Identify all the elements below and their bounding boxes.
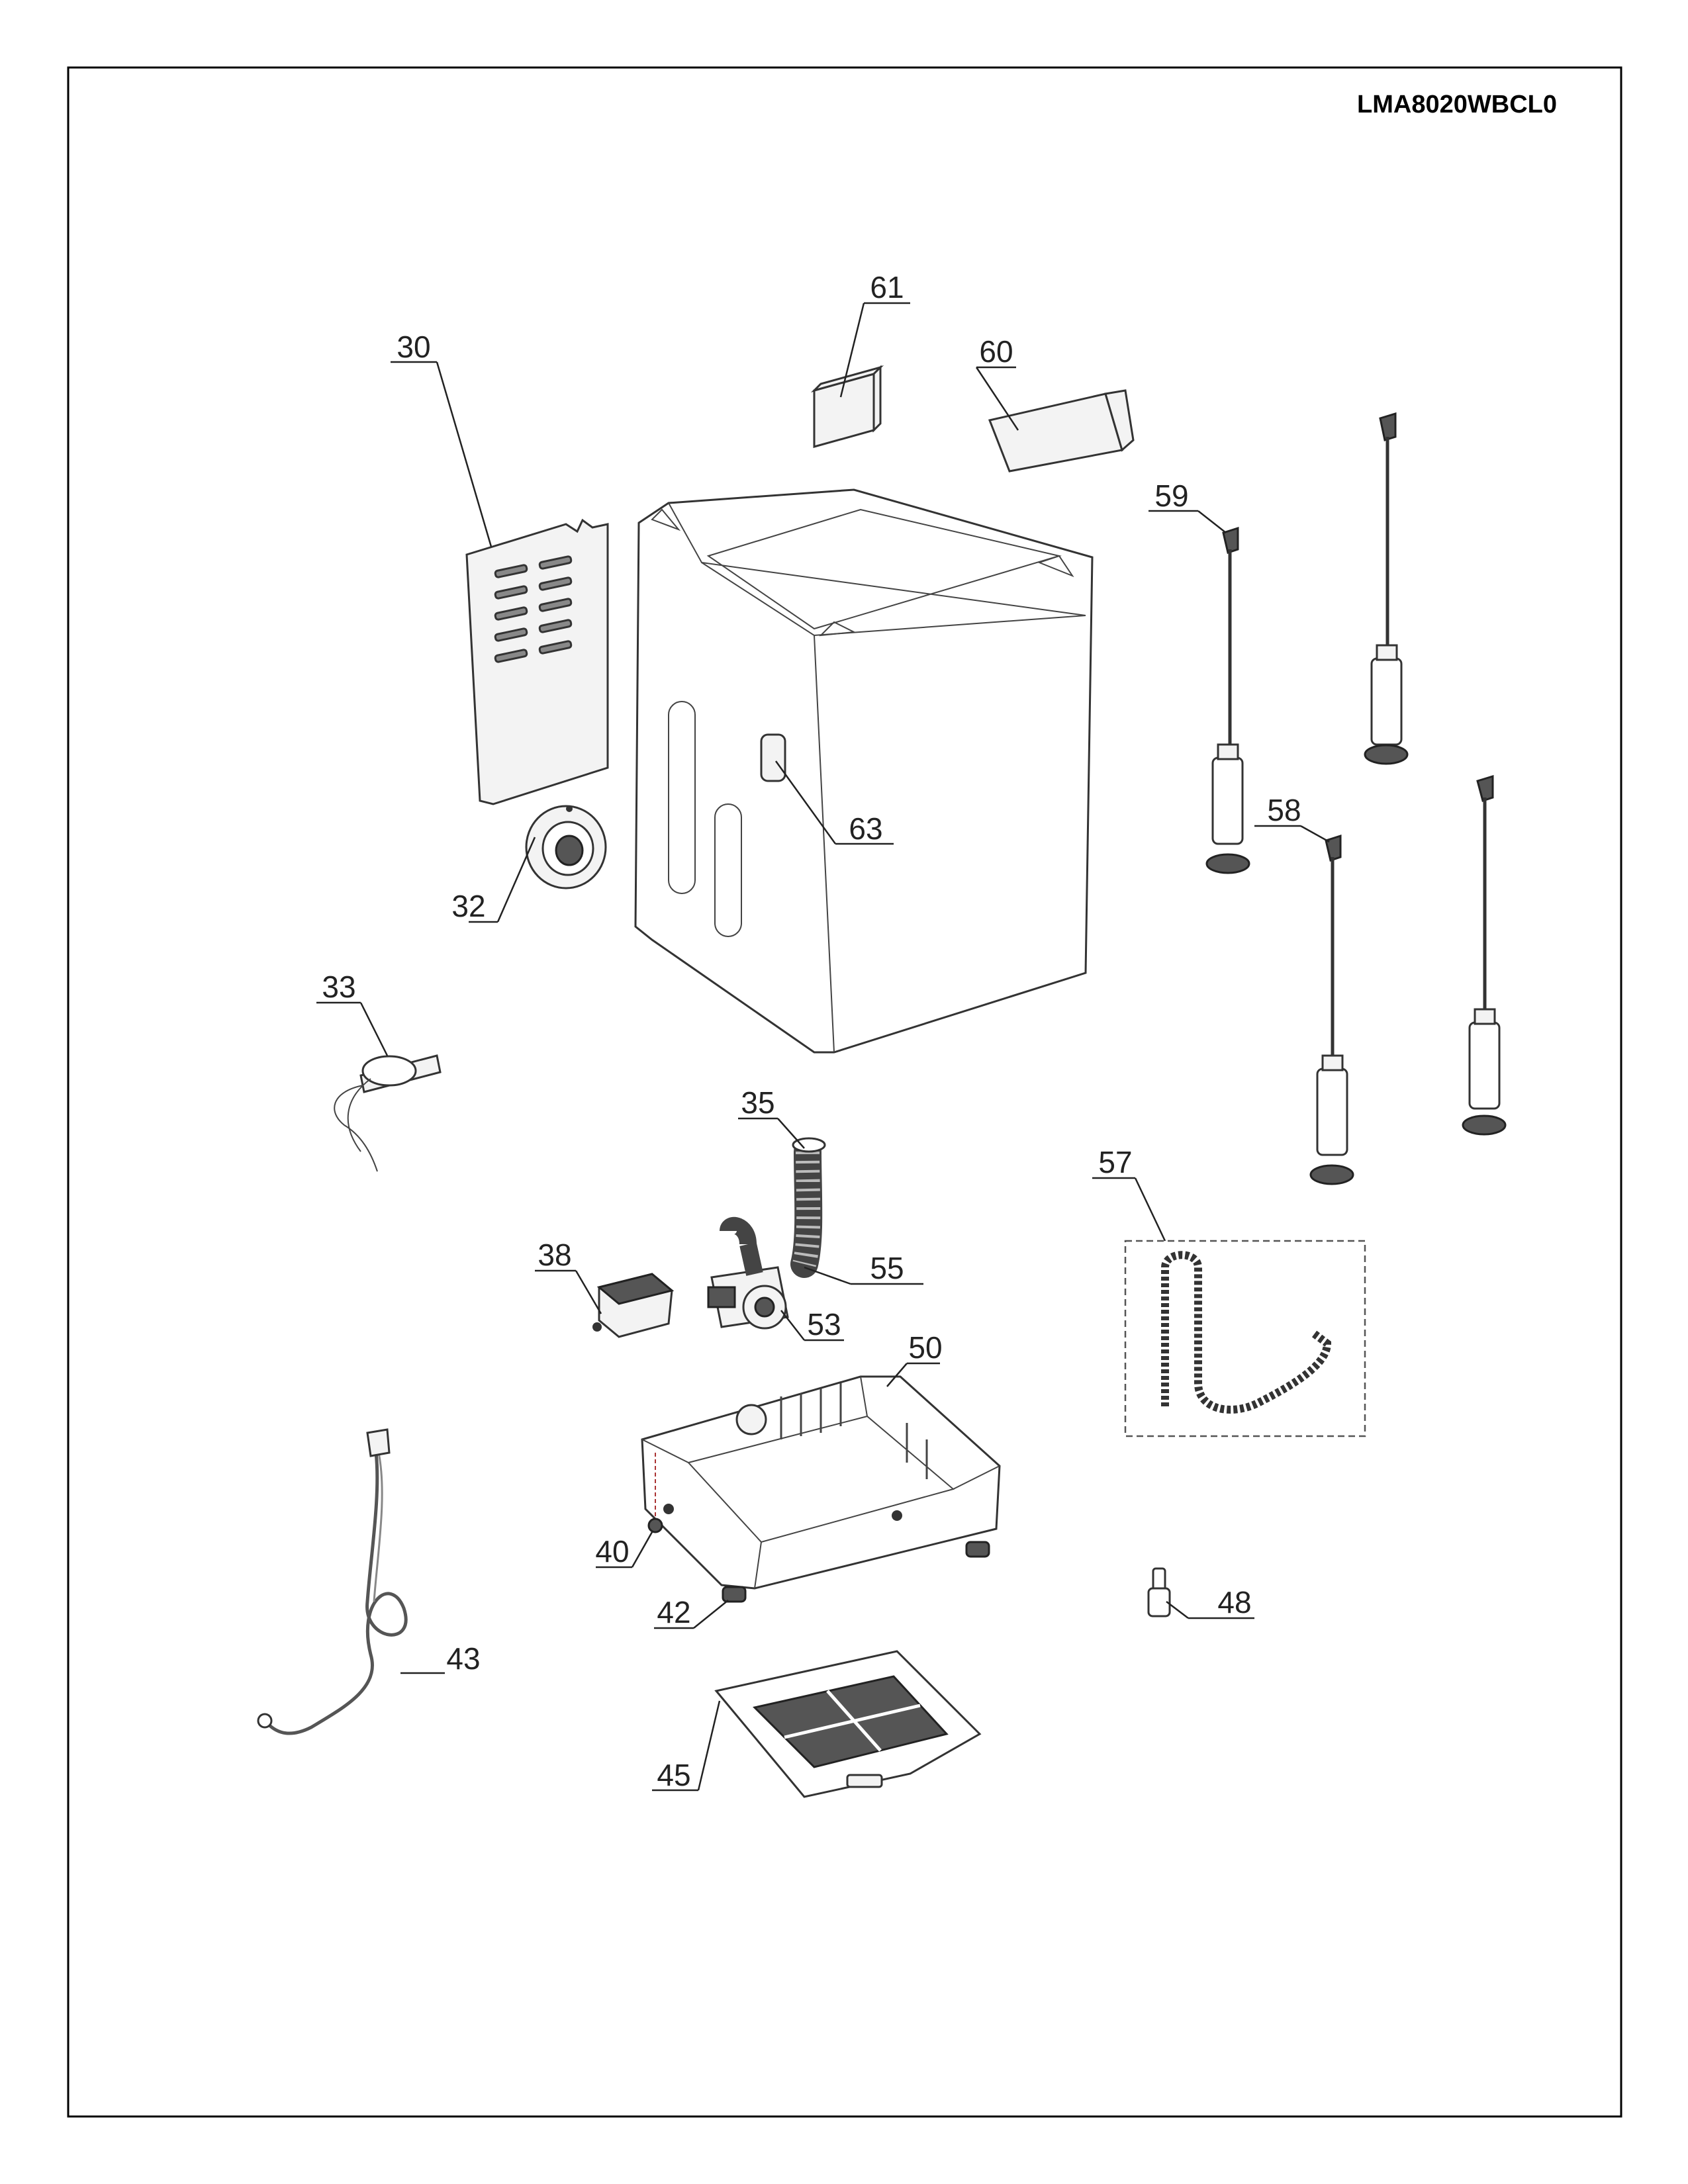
- part-63-handle: [760, 733, 786, 782]
- part-45-bottom-tray: [714, 1650, 982, 1798]
- part-43-power-cord: [257, 1428, 408, 1735]
- callout-42: 42: [657, 1595, 690, 1629]
- part-40-screw: [647, 1453, 663, 1533]
- callout-32: 32: [451, 889, 485, 923]
- part-57-detail-box: [1124, 1240, 1366, 1437]
- callout-45: 45: [657, 1758, 690, 1792]
- part-50-base-frame: [641, 1375, 1001, 1590]
- callout-35: 35: [741, 1085, 774, 1120]
- part-55-elbow-hose: [720, 1216, 763, 1276]
- part-48-fitting: [1147, 1567, 1171, 1617]
- part-rod-lower-right: [1462, 774, 1507, 1136]
- part-30-rear-panel: [465, 518, 609, 805]
- callout-55: 55: [870, 1251, 904, 1285]
- model-code: LMA8020WBCL0: [1357, 91, 1557, 118]
- part-35-drain-hose: [790, 1137, 826, 1278]
- part-33-capacitor: [334, 1054, 442, 1172]
- callout-48: 48: [1217, 1585, 1251, 1619]
- callout-61: 61: [870, 270, 904, 304]
- part-59-suspension-rod: [1205, 526, 1250, 874]
- part-58-suspension-rod: [1309, 834, 1354, 1185]
- cabinet-body: [634, 488, 1094, 1054]
- part-61-sponge: [810, 365, 884, 448]
- callout-30: 30: [397, 330, 430, 364]
- part-32-knob: [525, 805, 607, 889]
- callout-50: 50: [908, 1330, 942, 1365]
- part-53-drain-pump: [707, 1266, 789, 1330]
- part-42-foot: [722, 1541, 990, 1603]
- callout-33: 33: [322, 970, 355, 1004]
- part-57-inlet-hose: [1161, 1251, 1332, 1414]
- callout-40: 40: [595, 1534, 629, 1569]
- part-38-motor: [592, 1273, 675, 1338]
- callout-53: 53: [807, 1307, 841, 1342]
- callout-38: 38: [538, 1238, 571, 1272]
- part-rod-upper-right: [1364, 412, 1409, 765]
- callout-60: 60: [979, 334, 1013, 369]
- part-60-strip: [988, 389, 1135, 473]
- callout-63: 63: [849, 811, 882, 846]
- callout-58: 58: [1267, 793, 1301, 827]
- callout-59: 59: [1154, 478, 1188, 513]
- page-frame: [67, 66, 1622, 2118]
- callout-57: 57: [1098, 1145, 1132, 1179]
- callout-43: 43: [446, 1641, 480, 1676]
